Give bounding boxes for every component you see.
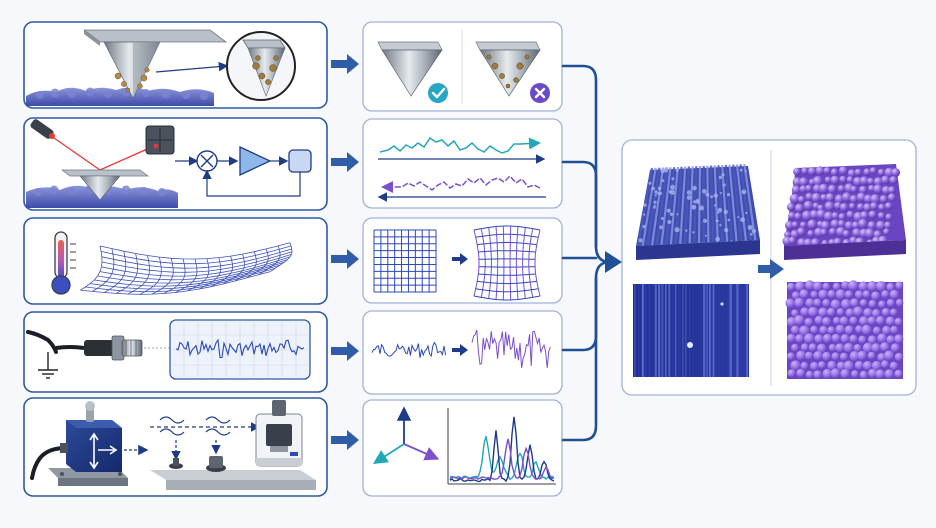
trace-backward — [381, 174, 541, 193]
grid-line — [475, 288, 539, 293]
distorted-grid-icon — [473, 225, 541, 301]
mesh-line — [246, 248, 269, 279]
grid-arrow — [452, 253, 468, 265]
arrow-row1 — [331, 54, 359, 74]
cantilever — [82, 29, 228, 43]
ground-icon — [38, 352, 58, 379]
feedback-result — [377, 136, 546, 202]
panel-feedback-result — [362, 118, 563, 209]
grid-line — [478, 273, 536, 276]
mesh-line — [127, 255, 150, 295]
mesh-line — [222, 253, 245, 285]
noise-small-trace — [371, 341, 447, 358]
mesh-line — [104, 251, 127, 293]
grid-line — [495, 226, 499, 300]
mesh-line — [187, 258, 210, 292]
mesh-line — [151, 258, 174, 295]
grid-icon — [373, 229, 437, 293]
mesh-line — [92, 248, 115, 292]
feedback-scene — [26, 119, 312, 208]
grid-line — [475, 233, 539, 238]
tip-result — [377, 30, 550, 104]
grid-line — [477, 241, 537, 246]
bnc-connector — [55, 335, 143, 361]
grid-line — [528, 228, 534, 298]
vibration-result — [372, 406, 556, 485]
grid-line — [473, 229, 480, 297]
grid-line — [509, 226, 512, 300]
mesh-line — [80, 245, 103, 291]
grid-line — [522, 227, 526, 299]
grid-line — [502, 226, 505, 300]
grid-line — [477, 280, 537, 285]
grid-line — [534, 229, 541, 297]
mesh-line — [139, 257, 162, 295]
spectrum-purple — [449, 438, 555, 481]
contaminated-tip-icon — [475, 41, 541, 97]
noise-large-trace — [471, 329, 551, 368]
grid-line — [478, 250, 536, 253]
check-icon — [428, 83, 448, 103]
before-after-arrow — [758, 259, 784, 279]
spectrum-icon — [447, 408, 556, 485]
arrow-row3 — [331, 249, 359, 269]
mesh-line — [175, 258, 198, 293]
grainy-surface-3d — [782, 164, 906, 260]
mesh-line — [234, 251, 257, 282]
mesh-line — [163, 258, 186, 294]
isolation-table-icon — [150, 416, 316, 490]
noise-arrow — [452, 344, 468, 356]
vibration-sensor-icon — [30, 401, 128, 486]
amplifier-icon — [239, 145, 272, 177]
arrow-row2 — [331, 152, 359, 172]
merge-connectors — [561, 64, 612, 442]
controller-icon — [288, 149, 312, 173]
grid-line — [515, 226, 519, 300]
grid-line — [473, 225, 541, 231]
cross-icon — [530, 83, 550, 103]
noise-result — [371, 329, 551, 368]
magnifier-icon — [226, 31, 296, 101]
panel-thermal-scene — [23, 217, 328, 305]
thermal-scene — [51, 231, 293, 295]
striped-surface-3d — [636, 163, 760, 260]
clean-tip-icon — [377, 41, 443, 97]
noise-trace — [175, 338, 305, 359]
striped-topography-2d — [633, 284, 749, 377]
vibration-scene — [30, 400, 316, 490]
row-arrows — [331, 54, 359, 450]
mesh-line — [210, 255, 234, 288]
panel-vibration-result — [362, 399, 563, 497]
mesh-line — [115, 253, 139, 294]
grid-line — [473, 295, 541, 301]
arrow-row4 — [331, 341, 359, 361]
mesh-line — [258, 245, 281, 276]
afm-tip-icon — [103, 41, 161, 99]
afm-instrument-icon — [255, 400, 303, 467]
feedback-tip — [79, 175, 121, 201]
multiplier-icon — [196, 150, 218, 172]
noise-scene — [26, 319, 311, 380]
grid-line — [488, 227, 492, 299]
thermometer-icon — [51, 231, 76, 295]
grain-topography-2d — [785, 280, 904, 379]
axes-icon — [372, 406, 440, 464]
thermal-result — [373, 225, 541, 301]
photodetector-icon — [145, 125, 175, 155]
laser-icon — [30, 119, 55, 139]
mesh-line — [270, 242, 293, 272]
tip-scene — [26, 29, 296, 106]
merge-arrowhead — [605, 251, 622, 273]
oscilloscope-icon — [169, 319, 311, 380]
trace-forward — [379, 136, 541, 154]
warped-mesh-icon — [80, 242, 293, 295]
grid-line — [480, 228, 486, 298]
arrow-row5 — [331, 430, 359, 450]
mesh-line — [199, 257, 222, 290]
bnc-cable-icon — [26, 330, 58, 354]
